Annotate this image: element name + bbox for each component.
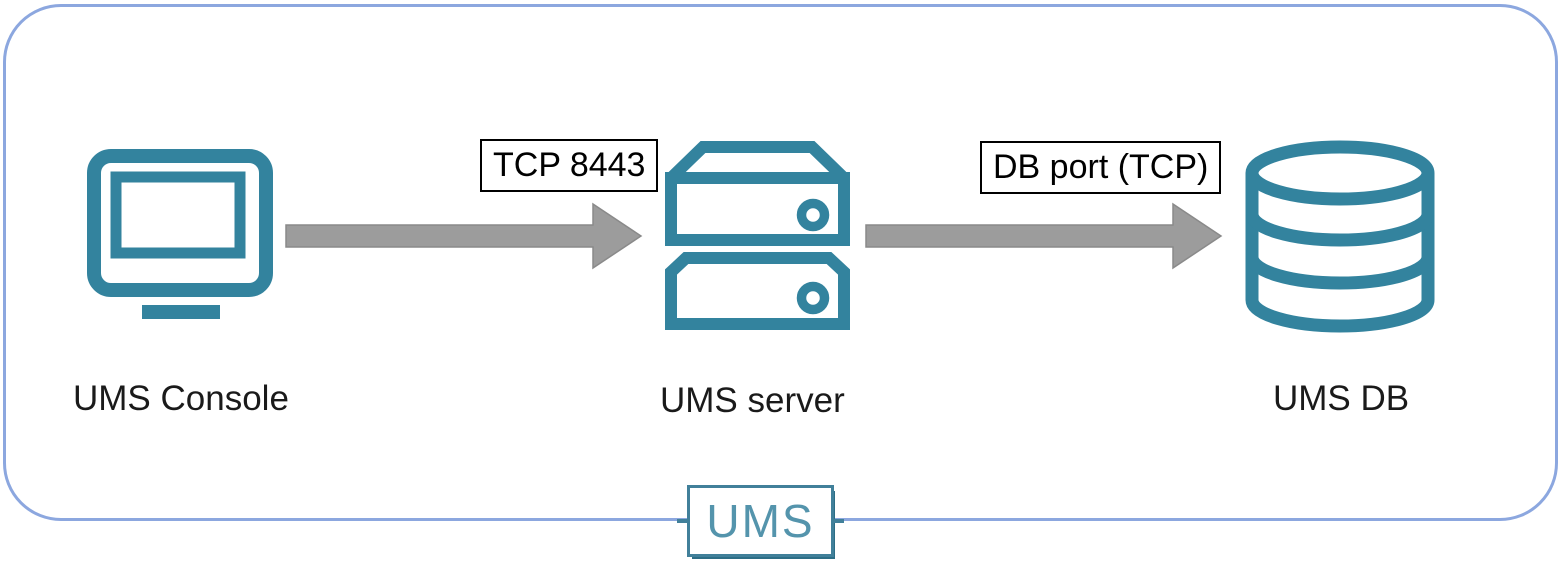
arrow-console-to-server-icon: [285, 202, 643, 270]
server-icon: [664, 141, 851, 332]
connection-label-tcp-8443: TCP 8443: [480, 139, 659, 192]
database-icon: [1245, 140, 1435, 338]
badge-left-tick: [677, 519, 687, 523]
badge-right-tick: [834, 519, 844, 523]
node-label-ums-db: UMS DB: [1273, 379, 1410, 418]
connection-label-db-port: DB port (TCP): [980, 141, 1222, 194]
node-label-ums-console: UMS Console: [73, 379, 289, 418]
node-label-ums-server: UMS server: [660, 381, 845, 420]
arrow-server-to-db-icon: [865, 202, 1223, 270]
ums-logo-badge: UMS: [687, 485, 834, 557]
ums-logo-text: UMS: [706, 495, 815, 547]
monitor-icon: [87, 149, 273, 319]
